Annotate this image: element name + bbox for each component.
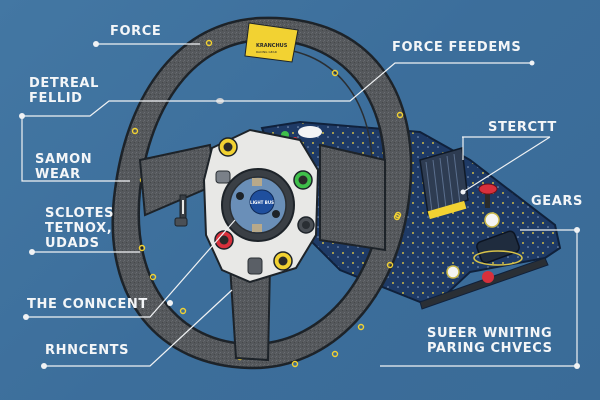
grip-band: KRANCHUS RACING GEAR [244,22,299,63]
hub-badge-text: LIGHT BUS [250,200,274,205]
green-button[interactable] [293,170,313,190]
label-rhncents: RHNCENTS [45,343,130,358]
yellow-button-top[interactable] [218,137,238,157]
grip-band-subtext: RACING GEAR [256,50,277,54]
heatsink [419,147,469,220]
label-the-conncent: THE CONNCENT [27,297,148,312]
motor-heatsink [473,230,523,266]
label-detreal-fellid: DETREAL FELLID [29,76,99,106]
function-button-bottom[interactable] [247,257,263,275]
label-force-feedems: FORCE FEEDEMS [392,40,522,55]
label-samon-wear: SAMON WEAR [35,152,93,182]
hub-badge: LIGHT BUS [249,189,275,215]
steering-wheel[interactable]: KRANCHUS RACING GEAR [111,16,413,370]
leader-lines [21,43,578,367]
label-sterctt: STERCTT [488,120,557,135]
red-button[interactable] [214,230,234,250]
grip-band-text: KRANCHUS [256,43,288,49]
label-sueer-wniting: SUEER WNITING PARING CHVECS [427,326,553,356]
label-sclotes: SCLOTES TETNOX, UDADS [45,206,115,251]
label-force: FORCE [110,24,162,39]
gear-knob[interactable] [478,183,498,208]
label-gears: GEARS [531,194,583,209]
function-button-left[interactable] [215,170,231,184]
leader-dots [19,41,580,369]
paddle-shifter[interactable] [174,194,188,227]
rotary-knob[interactable] [297,216,315,234]
yellow-button-bottom[interactable] [273,251,293,271]
